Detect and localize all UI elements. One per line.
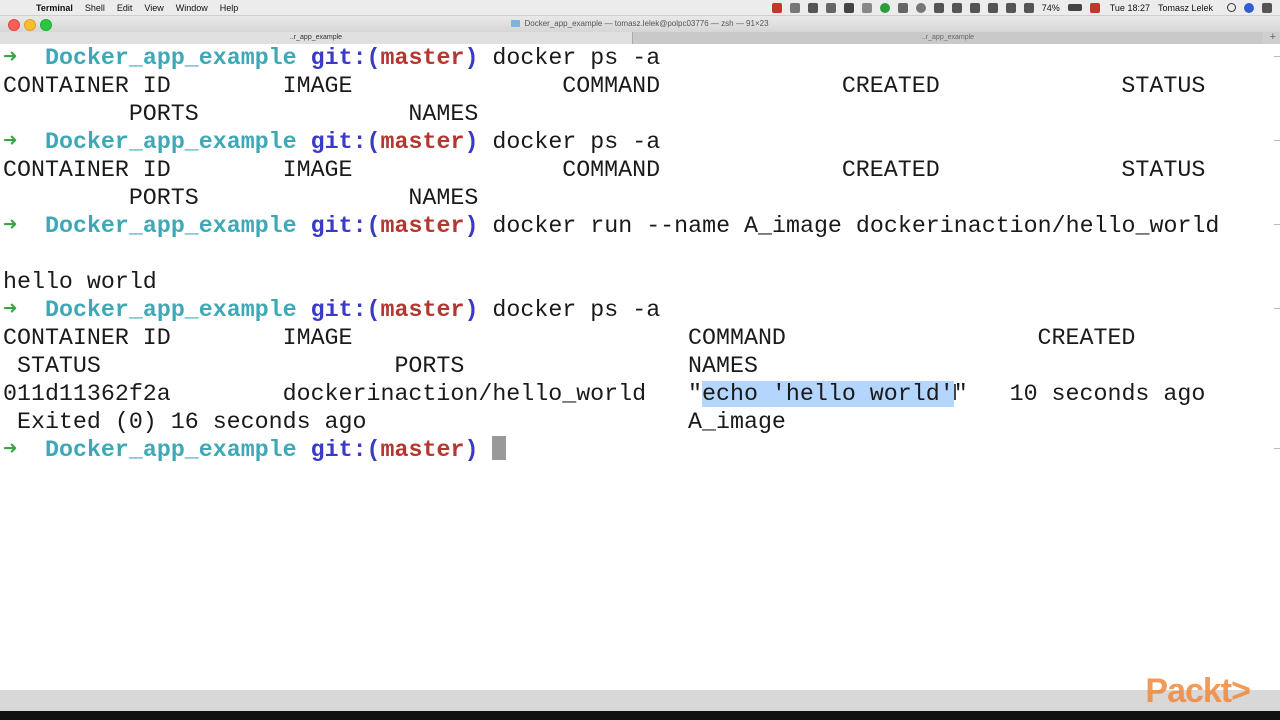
prompt-git-close: ) bbox=[464, 213, 479, 239]
dropbox-icon[interactable] bbox=[807, 2, 818, 13]
command-text: docker run --name A_image dockerinaction… bbox=[492, 213, 1220, 239]
scroll-marker bbox=[1274, 224, 1280, 225]
docker-icon[interactable] bbox=[843, 2, 854, 13]
prompt-directory: Docker_app_example bbox=[45, 297, 297, 323]
display-icon[interactable] bbox=[951, 2, 962, 13]
prompt-directory: Docker_app_example bbox=[45, 45, 297, 71]
prompt-git-open: git:( bbox=[310, 45, 381, 71]
terminal-cursor bbox=[492, 436, 507, 460]
terminal-output[interactable]: ➜ Docker_app_example git:(master) docker… bbox=[0, 44, 1280, 690]
dock-strip bbox=[0, 711, 1280, 720]
prompt-arrow-icon: ➜ bbox=[3, 45, 18, 71]
tab-2[interactable]: ..r_app_example bbox=[633, 32, 1263, 44]
scroll-marker bbox=[1274, 448, 1280, 449]
siri-icon[interactable] bbox=[1244, 2, 1254, 13]
green-status-icon[interactable] bbox=[879, 2, 890, 13]
container-row-text: " 10 seconds ago bbox=[953, 381, 1206, 407]
window-titlebar[interactable]: Docker_app_example — tomasz.lelek@polpc0… bbox=[0, 16, 1280, 32]
window-title: Docker_app_example — tomasz.lelek@polpc0… bbox=[524, 19, 769, 28]
prompt-line: ➜ Docker_app_example git:(master) docker… bbox=[3, 128, 660, 156]
prompt-line: ➜ Docker_app_example git:(master) docker… bbox=[3, 212, 1219, 240]
output-line: CONTAINER ID IMAGE COMMAND CREATED bbox=[3, 325, 1136, 351]
prompt-branch: master bbox=[380, 213, 465, 239]
prompt-git-open: git:( bbox=[310, 129, 381, 155]
scroll-marker bbox=[1274, 140, 1280, 141]
container-row: Exited (0) 16 seconds ago A_image bbox=[3, 409, 786, 435]
prompt-branch: master bbox=[380, 297, 465, 323]
prompt-line: ➜ Docker_app_example git:(master) docker… bbox=[3, 296, 660, 324]
command-text: docker ps -a bbox=[492, 297, 661, 323]
output-line: CONTAINER ID IMAGE COMMAND CREATED STATU… bbox=[3, 157, 1206, 183]
sound-icon[interactable] bbox=[1023, 2, 1034, 13]
prompt-branch: master bbox=[380, 45, 465, 71]
time-machine-icon[interactable] bbox=[915, 2, 926, 13]
scroll-marker bbox=[1274, 56, 1280, 57]
prompt-git-close: ) bbox=[464, 297, 479, 323]
menu-shell[interactable]: Shell bbox=[84, 2, 105, 13]
status-app-icon[interactable] bbox=[771, 2, 782, 13]
status-tray: 74% Tue 18:27 Tomasz Lelek bbox=[768, 0, 1280, 15]
prompt-directory: Docker_app_example bbox=[45, 213, 297, 239]
prompt-git-close: ) bbox=[464, 129, 479, 155]
tab-bar: ..r_app_example ..r_app_example + bbox=[0, 31, 1280, 45]
battery-percent[interactable]: 74% bbox=[1041, 2, 1060, 13]
mouse-ibeam-cursor bbox=[954, 384, 956, 400]
output-line: PORTS NAMES bbox=[3, 185, 479, 211]
spotlight-icon[interactable] bbox=[1227, 3, 1236, 12]
menu-edit[interactable]: Edit bbox=[116, 2, 133, 13]
menu-help[interactable]: Help bbox=[219, 2, 239, 13]
prompt-arrow-icon: ➜ bbox=[3, 129, 18, 155]
menu-terminal[interactable]: Terminal bbox=[36, 2, 73, 13]
prompt-line: ➜ Docker_app_example git:(master) bbox=[3, 436, 507, 464]
prompt-arrow-icon: ➜ bbox=[3, 297, 18, 323]
prompt-git-close: ) bbox=[464, 437, 479, 463]
close-window-button[interactable] bbox=[8, 19, 20, 31]
new-tab-button[interactable]: + bbox=[1269, 31, 1276, 43]
timer-icon[interactable] bbox=[861, 2, 872, 13]
container-row-text: 011d11362f2a dockerinaction/hello_world … bbox=[3, 381, 703, 407]
lock-icon[interactable] bbox=[933, 2, 944, 13]
wifi-icon[interactable] bbox=[1005, 2, 1016, 13]
menu-view[interactable]: View bbox=[144, 2, 164, 13]
user-name[interactable]: Tomasz Lelek bbox=[1157, 2, 1213, 13]
maximize-window-button[interactable] bbox=[40, 19, 52, 31]
airplay-icon[interactable] bbox=[789, 2, 800, 13]
prompt-git-open: git:( bbox=[310, 297, 381, 323]
bluetooth-icon[interactable] bbox=[969, 2, 980, 13]
output-line: hello world bbox=[3, 269, 157, 295]
output-line: PORTS NAMES bbox=[3, 101, 479, 127]
tab-1[interactable]: ..r_app_example bbox=[0, 32, 633, 44]
output-line: CONTAINER ID IMAGE COMMAND CREATED STATU… bbox=[3, 73, 1206, 99]
command-text: docker ps -a bbox=[492, 129, 661, 155]
volume-icon[interactable] bbox=[987, 2, 998, 13]
folder-icon bbox=[511, 20, 521, 27]
command-text: docker ps -a bbox=[492, 45, 661, 71]
prompt-branch: master bbox=[380, 437, 465, 463]
flag-icon[interactable] bbox=[1089, 2, 1100, 13]
minimize-window-button[interactable] bbox=[24, 19, 36, 31]
selected-text[interactable]: echo 'hello world' bbox=[702, 381, 954, 407]
prompt-directory: Docker_app_example bbox=[45, 129, 297, 155]
prompt-branch: master bbox=[380, 129, 465, 155]
prompt-git-open: git:( bbox=[310, 437, 381, 463]
prompt-git-close: ) bbox=[464, 45, 479, 71]
output-line: STATUS PORTS NAMES bbox=[3, 353, 758, 379]
prompt-arrow-icon: ➜ bbox=[3, 437, 18, 463]
menu-window[interactable]: Window bbox=[175, 2, 208, 13]
prompt-directory: Docker_app_example bbox=[45, 437, 297, 463]
cloud-icon[interactable] bbox=[825, 2, 836, 13]
menu-bar: Terminal Shell Edit View Window Help 74%… bbox=[0, 0, 1280, 16]
packt-logo: Packt> bbox=[1145, 672, 1251, 710]
prompt-arrow-icon: ➜ bbox=[3, 213, 18, 239]
prompt-git-open: git:( bbox=[310, 213, 381, 239]
clock[interactable]: Tue 18:27 bbox=[1109, 2, 1150, 13]
container-row: 011d11362f2a dockerinaction/hello_world … bbox=[3, 380, 1205, 408]
link-icon[interactable] bbox=[897, 2, 908, 13]
battery-icon[interactable] bbox=[1067, 4, 1082, 11]
scroll-marker bbox=[1274, 308, 1280, 309]
prompt-line: ➜ Docker_app_example git:(master) docker… bbox=[3, 44, 660, 72]
notification-center-icon[interactable] bbox=[1262, 2, 1272, 13]
